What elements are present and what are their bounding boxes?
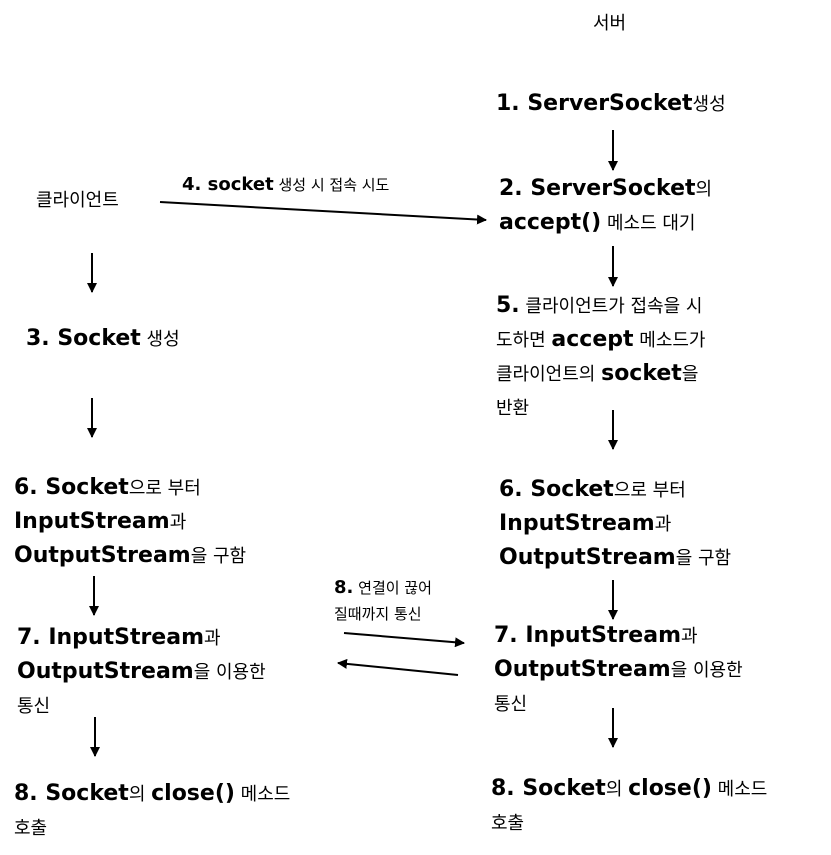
- server-step-6: 6. Socket으로 부터 InputStream과 OutputStream…: [499, 473, 731, 575]
- comm-label-text2: 질때까지 통신: [334, 605, 422, 623]
- client-step-6-text2: 과: [169, 512, 187, 533]
- server-close-method: close(): [628, 776, 712, 801]
- client-step-8-line1: 8. Socket의 close() 메소드: [14, 777, 290, 811]
- client-step-8-line2: 호출: [14, 811, 290, 845]
- server-step-7: 7. InputStream과 OutputStream을 이용한 통신: [494, 619, 743, 721]
- accept-keyword: accept: [551, 327, 634, 352]
- server-step-6-title: 6. Socket: [499, 477, 614, 502]
- client-label: 클라이언트: [36, 190, 119, 211]
- server-step-2-line2: accept() 메소드 대기: [499, 206, 712, 240]
- server-step-2-text: 의: [695, 179, 713, 200]
- server-step-5-line1: 5. 클라이언트가 접속을 시: [496, 289, 706, 323]
- accept-method: accept(): [499, 210, 602, 235]
- server-step-7-line3: 통신: [494, 687, 743, 721]
- arrow-comm-to-client: [337, 658, 459, 676]
- server-step-2-line1: 2. ServerSocket의: [499, 172, 712, 206]
- server-header: 서버: [593, 13, 627, 34]
- server-step-6-line2: InputStream과: [499, 507, 731, 541]
- client-step-8-title: 8. Socket: [14, 781, 129, 806]
- client-step-6-text1: 으로 부터: [128, 478, 201, 499]
- server-step-2-text2: 메소드 대기: [601, 213, 696, 234]
- server-step-7-line1: 7. InputStream과: [494, 619, 743, 653]
- server-step-5-text2: 도하면: [496, 330, 552, 351]
- socket-keyword: socket: [601, 361, 682, 386]
- client-inputstream: InputStream: [14, 509, 170, 534]
- client-step-3-title: 3. Socket: [26, 326, 141, 351]
- client-step-7: 7. InputStream과 OutputStream을 이용한 통신: [17, 621, 266, 723]
- server-step-5-line4: 반환: [496, 391, 706, 425]
- client-step-6-line2: InputStream과: [14, 505, 246, 539]
- server-step-8-title: 8. Socket: [491, 776, 606, 801]
- server-step-6-line1: 6. Socket으로 부터: [499, 473, 731, 507]
- client-step-8: 8. Socket의 close() 메소드 호출: [14, 777, 290, 845]
- client-step-7-text1: 과: [204, 628, 221, 649]
- server-step-8: 8. Socket의 close() 메소드 호출: [491, 772, 767, 840]
- server-step-5-text5: 을: [681, 364, 699, 385]
- server-step-6-text2: 과: [654, 514, 672, 535]
- server-step-2-title: 2. ServerSocket: [499, 176, 696, 201]
- server-step-1-title: 1. ServerSocket: [496, 91, 693, 116]
- connect-label-title: 4. socket: [182, 174, 274, 195]
- server-step-5-num: 5.: [496, 293, 520, 318]
- server-step-5-text1: 클라이언트가 접속을 시: [519, 296, 703, 317]
- server-step-8-text1: 의: [605, 779, 629, 800]
- server-step-6-text3: 을 구함: [675, 548, 732, 569]
- client-step-6: 6. Socket으로 부터 InputStream과 OutputStream…: [14, 471, 246, 573]
- server-step-8-line1: 8. Socket의 close() 메소드: [491, 772, 767, 806]
- client-step-6-title: 6. Socket: [14, 475, 129, 500]
- server-step-5-line2: 도하면 accept 메소드가: [496, 323, 706, 357]
- client-step-3: 3. Socket 생성: [26, 322, 180, 356]
- comm-label-text1: 연결이 끊어: [353, 579, 432, 597]
- comm-label-line2: 질때까지 통신: [334, 601, 432, 627]
- comm-label-num: 8.: [334, 577, 354, 598]
- client-step-7-line3: 통신: [17, 689, 266, 723]
- server-inputstream: InputStream: [499, 511, 655, 536]
- server-step-5-text6: 반환: [496, 398, 530, 419]
- server-step-5: 5. 클라이언트가 접속을 시 도하면 accept 메소드가 클라이언트의 s…: [496, 289, 706, 425]
- server-step-5-text3: 메소드가: [633, 330, 706, 351]
- client-step-6-line1: 6. Socket으로 부터: [14, 471, 246, 505]
- server-step-1: 1. ServerSocket생성: [496, 87, 726, 121]
- comm-label: 8. 연결이 끊어 질때까지 통신: [334, 575, 432, 627]
- server-step-2: 2. ServerSocket의 accept() 메소드 대기: [499, 172, 712, 240]
- client-outputstream: OutputStream: [14, 543, 191, 568]
- connect-label: 4. socket 생성 시 접속 시도: [182, 172, 389, 198]
- server-step-7-text2: 을 이용한: [670, 660, 743, 681]
- server-step-8-line2: 호출: [491, 806, 767, 840]
- client-close-method: close(): [151, 781, 235, 806]
- server-step-5-line3: 클라이언트의 socket을: [496, 357, 706, 391]
- server-step-7-outputstream: OutputStream: [494, 657, 671, 682]
- client-step-3-text: 생성: [140, 329, 180, 350]
- server-step-6-line3: OutputStream을 구함: [499, 541, 731, 575]
- connect-label-text: 생성 시 접속 시도: [273, 176, 390, 194]
- server-step-7-text1: 과: [681, 626, 698, 647]
- server-step-6-text1: 으로 부터: [613, 480, 686, 501]
- server-step-8-text2: 메소드: [711, 779, 768, 800]
- client-step-6-text3: 을 구함: [190, 546, 247, 567]
- server-outputstream: OutputStream: [499, 545, 676, 570]
- arrow-connect: [159, 201, 487, 225]
- client-step-7-title: 7. InputStream: [17, 625, 204, 650]
- server-step-1-text: 생성: [692, 94, 726, 115]
- client-step-7-line1: 7. InputStream과: [17, 621, 266, 655]
- server-step-8-text3: 호출: [491, 813, 525, 834]
- client-step-8-text2: 메소드: [234, 784, 291, 805]
- arrow-comm-to-server: [343, 632, 465, 648]
- comm-label-line1: 8. 연결이 끊어: [334, 575, 432, 601]
- client-step-7-text3: 통신: [17, 696, 51, 717]
- server-step-7-title: 7. InputStream: [494, 623, 681, 648]
- server-step-7-line2: OutputStream을 이용한: [494, 653, 743, 687]
- client-step-8-text1: 의: [128, 784, 152, 805]
- client-step-7-text2: 을 이용한: [193, 662, 266, 683]
- client-step-7-line2: OutputStream을 이용한: [17, 655, 266, 689]
- client-step-8-text3: 호출: [14, 818, 48, 839]
- client-step-6-line3: OutputStream을 구함: [14, 539, 246, 573]
- client-step-7-outputstream: OutputStream: [17, 659, 194, 684]
- server-step-5-text4: 클라이언트의: [496, 364, 602, 385]
- server-step-7-text3: 통신: [494, 694, 528, 715]
